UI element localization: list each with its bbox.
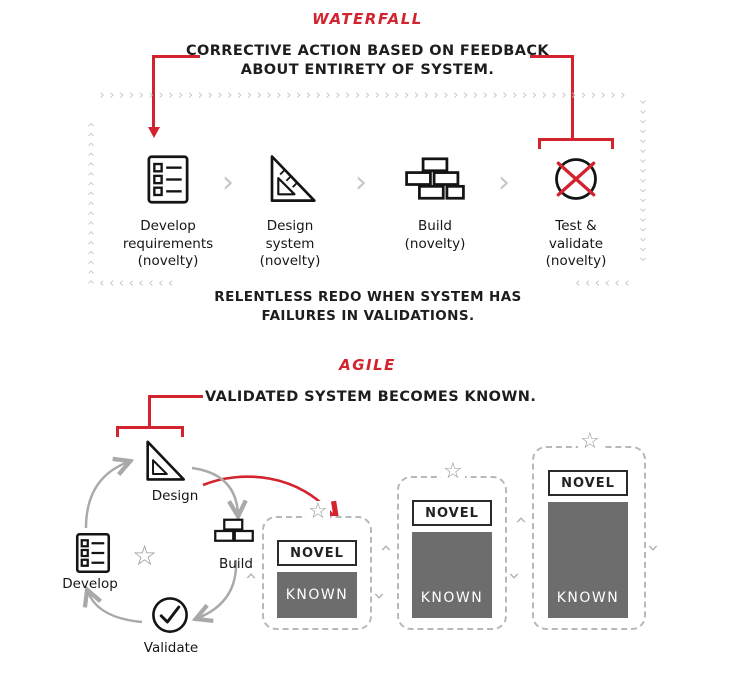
stage-label: Develop requirements (novelty) xyxy=(122,218,214,270)
stage-design-system: Design system (novelty) xyxy=(225,148,355,271)
star-icon: ☆ xyxy=(306,499,330,524)
chevron-strip-left: ››››››››››››››››› xyxy=(84,118,99,286)
red-bracket-line xyxy=(538,138,614,141)
known-box: KNOWN xyxy=(548,502,628,618)
test-cross-icon xyxy=(511,148,641,210)
chevron-up-icon: › xyxy=(238,572,262,580)
waterfall-footer-note: RELENTLESS REDO WHEN SYSTEM HAS FAILURES… xyxy=(214,289,522,324)
red-bracket-line xyxy=(148,395,203,398)
chevron-down-icon: › xyxy=(642,544,666,552)
cycle-label-build: Build xyxy=(219,556,253,572)
red-bracket-line xyxy=(148,395,151,428)
agile-title: AGILE xyxy=(339,356,396,374)
red-bracket-tick xyxy=(611,138,614,149)
star-icon: ☆ xyxy=(441,459,465,484)
design-set-square-icon xyxy=(140,438,186,484)
chevron-strip-bottom-left: ‹‹‹‹‹‹‹‹ xyxy=(98,276,177,291)
red-bracket-line xyxy=(152,55,155,127)
chevron-strip-bottom-right: ‹‹‹‹‹‹ xyxy=(574,276,633,291)
checklist-icon xyxy=(103,148,233,210)
known-box: KNOWN xyxy=(412,532,492,618)
cycle-label-validate: Validate xyxy=(143,640,199,656)
star-icon: ☆ xyxy=(578,429,602,454)
star-icon: ☆ xyxy=(132,539,158,572)
set-square-icon xyxy=(225,148,355,210)
chevron-down-icon: › xyxy=(368,592,392,600)
stage-build: Build (novelty) xyxy=(370,148,500,253)
agile-caption: VALIDATED SYSTEM BECOMES KNOWN. xyxy=(205,389,537,405)
novel-box: NOVEL xyxy=(548,470,628,496)
build-bricks-icon xyxy=(213,518,255,544)
develop-checklist-icon xyxy=(75,532,111,574)
chevron-up-icon: › xyxy=(508,516,532,524)
chevron-up-icon: › xyxy=(373,544,397,552)
stage-label: Test & validate (novelty) xyxy=(545,218,607,270)
cycle-arrows xyxy=(40,430,260,624)
chevron-down-icon: › xyxy=(503,572,527,580)
red-bracket-line xyxy=(116,426,184,429)
red-arrow-down-icon xyxy=(148,127,160,138)
stage-label: Design system (novelty) xyxy=(259,218,321,270)
cycle-label-design: Design xyxy=(151,488,199,504)
stage-label: Build (novelty) xyxy=(404,218,466,252)
red-bracket-line xyxy=(530,55,574,58)
red-bracket-line xyxy=(152,55,200,58)
red-bracket-line xyxy=(571,55,574,140)
chevron-right-icon: › xyxy=(222,165,234,200)
cycle-label-develop: Develop xyxy=(62,576,118,592)
stage-develop-requirements: Develop requirements (novelty) xyxy=(103,148,233,271)
chevron-right-icon: › xyxy=(498,165,510,200)
stage-test-validate: Test & validate (novelty) xyxy=(511,148,641,271)
known-box: KNOWN xyxy=(277,572,357,618)
red-bracket-tick xyxy=(181,426,184,437)
novel-box: NOVEL xyxy=(277,540,357,566)
novel-box: NOVEL xyxy=(412,500,492,526)
waterfall-caption: CORRECTIVE ACTION BASED ON FEEDBACK ABOU… xyxy=(185,43,550,78)
bricks-icon xyxy=(370,148,500,210)
red-bracket-tick xyxy=(538,138,541,149)
validate-check-icon xyxy=(149,594,191,636)
waterfall-title: WATERFALL xyxy=(312,10,423,28)
chevron-strip-top: ››››››››››››››››››››››››››››››››››››››››… xyxy=(98,88,629,103)
chevron-right-icon: › xyxy=(355,165,367,200)
red-bracket-tick xyxy=(116,426,119,437)
